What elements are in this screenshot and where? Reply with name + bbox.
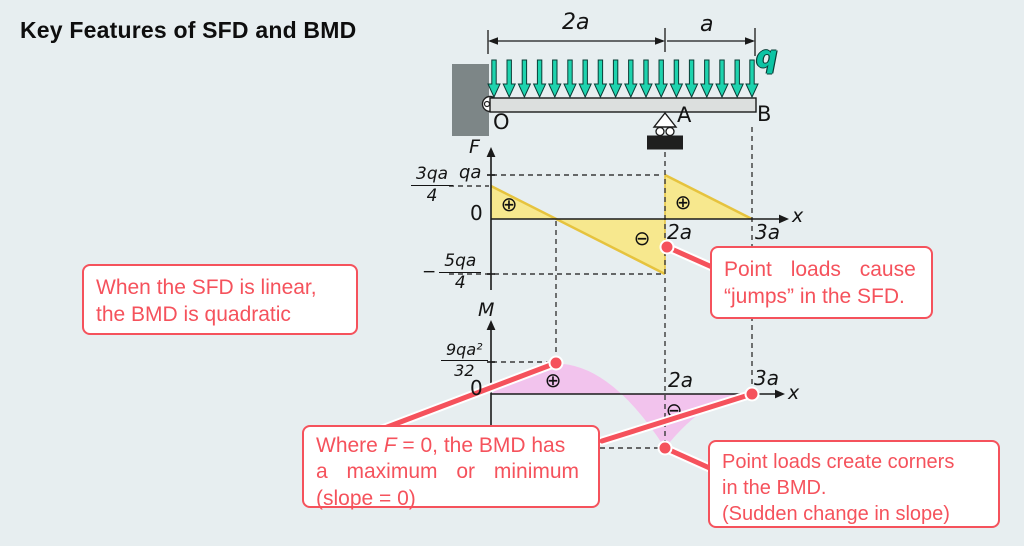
sfd-axis-label-F: F <box>469 136 480 158</box>
dimension-arrowheads <box>488 37 755 45</box>
sfd-label-minus-5qa-over-4: − 5qa 4 <box>422 252 482 292</box>
point-label-B: B <box>757 102 772 126</box>
bmd-corner-dot <box>657 440 673 456</box>
sfd-label-zero: 0 <box>470 201 483 225</box>
beam <box>489 97 757 113</box>
callout-line: (Sudden change in slope) <box>722 503 950 525</box>
bmd-axis-label-x: x <box>788 382 800 404</box>
callout-max-min: Where F = 0, the BMD has a maximum or mi… <box>302 425 600 510</box>
callout-connectors <box>377 242 757 475</box>
sfd-minus-symbol: ⊖ <box>634 226 651 250</box>
bmd-end-dot <box>744 386 760 402</box>
sfd-label-3qa-over-4: 3qa 4 <box>411 165 454 205</box>
bmd-tick-3a: 3a <box>754 366 779 390</box>
callout-linear-quadratic: When the SFD is linear, the BMD is quadr… <box>82 264 358 335</box>
pin-hole-icon <box>483 100 491 108</box>
bmd-axis-label-M: M <box>478 299 495 321</box>
sfd-axis-label-x: x <box>792 205 804 227</box>
sfd-plus-symbol: ⊕ <box>501 192 518 216</box>
marker-dots <box>548 239 760 456</box>
bmd-axes <box>487 325 779 428</box>
bmd-max-dot <box>548 355 564 371</box>
dimension-line <box>487 28 756 56</box>
callout-line: Where F = 0, the BMD has <box>316 434 566 457</box>
sfd-axes <box>487 152 783 290</box>
distributed-load-arrows <box>487 59 759 98</box>
callout-jumps: Point loads cause “jumps” in the SFD. <box>710 246 933 319</box>
sfd-label-qa: qa <box>459 162 482 183</box>
bmd-yaxis-arrow-icon <box>486 320 496 330</box>
bmd-tick-2a: 2a <box>668 368 693 392</box>
callout-line: Point loads cause <box>724 258 916 281</box>
bmd-plus-symbol: ⊕ <box>545 368 562 392</box>
minus-sign: − <box>422 262 437 283</box>
sfd-tick-2a: 2a <box>667 220 692 244</box>
page-title: Key Features of SFD and BMD <box>20 17 357 43</box>
callout-line: (slope = 0) <box>316 486 416 510</box>
callout-corners: Point loads create corners in the BMD. (… <box>708 440 1000 528</box>
callout-line: in the BMD. <box>722 477 827 499</box>
callout-line: a maximum or minimum <box>316 460 580 484</box>
bmd-xaxis-arrow-icon <box>775 389 785 399</box>
point-label-O: O <box>493 110 510 134</box>
sfd-plus-symbol-2: ⊕ <box>675 190 692 214</box>
sfd-tick-3a: 3a <box>755 220 780 244</box>
roller-support-A <box>647 111 683 150</box>
callout-line: “jumps” in the SFD. <box>724 285 905 309</box>
point-label-A: A <box>677 103 692 127</box>
callout-line: the BMD is quadratic <box>96 303 291 327</box>
variable-F: F <box>383 434 397 457</box>
dim-label-2a: 2a <box>562 10 590 35</box>
bmd-shaded-region <box>491 363 752 448</box>
dim-label-a: a <box>700 12 714 37</box>
sfd-shaded-regions <box>490 173 753 276</box>
fixed-wall <box>452 64 489 136</box>
load-label-q: q <box>756 40 778 75</box>
sfd-xaxis-arrow-icon <box>779 214 789 224</box>
callout-line: When the SFD is linear, <box>96 276 317 299</box>
sfd-jump-dot <box>659 239 675 255</box>
bmd-label-9qa2-over-32: 9qa² 32 <box>441 341 488 379</box>
bmd-label-zero: 0 <box>470 376 483 400</box>
sfd-yaxis-arrow-icon <box>486 147 496 157</box>
callout-line: Point loads create corners <box>722 451 955 473</box>
